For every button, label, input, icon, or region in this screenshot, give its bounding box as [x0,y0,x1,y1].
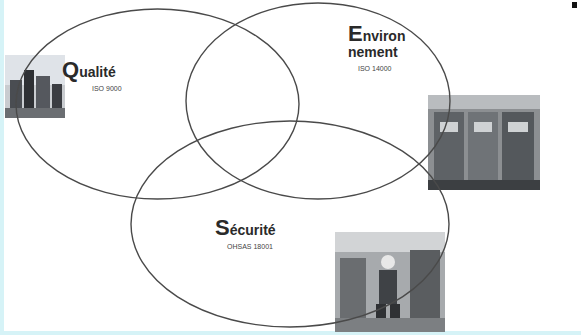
venn-ellipse: Environ nementISO 14000 [185,2,451,200]
building-photo [5,55,65,118]
set-title: Sécurité [215,220,355,238]
worker-photo [335,232,445,332]
ellipse-outline [130,120,450,328]
set-label-block: SécuritéOHSAS 18001 [215,220,355,251]
set-title: Environ nement [348,26,428,60]
set-label-block: Environ nementISO 14000 [348,26,428,73]
ellipse-outline [15,8,300,200]
set-label-block: QualitéISO 9000 [62,62,202,93]
corner-mark [572,2,577,8]
venn-ellipse: SécuritéOHSAS 18001 [130,120,450,328]
equipment-photo [428,95,540,190]
ellipse-outline [185,2,451,200]
venn-ellipse: QualitéISO 9000 [15,8,300,200]
standard-name: ISO 9000 [92,84,202,93]
standard-name: OHSAS 18001 [227,242,355,251]
standard-name: ISO 14000 [358,64,428,73]
set-title: Qualité [62,62,202,80]
